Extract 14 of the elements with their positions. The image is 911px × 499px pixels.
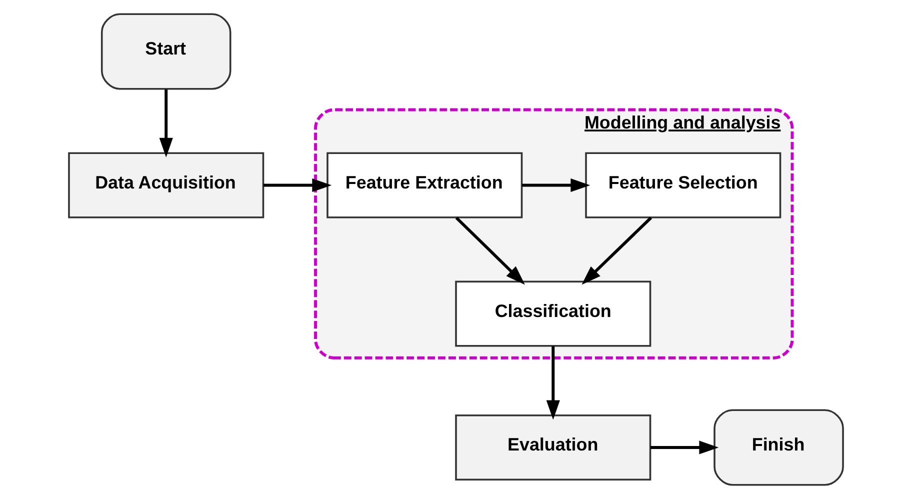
arrow xyxy=(522,178,590,192)
node-box: Classification xyxy=(454,280,651,347)
node-box: Data Acquisition xyxy=(68,152,264,218)
arrow xyxy=(581,216,652,285)
arrow xyxy=(650,440,718,454)
arrow xyxy=(263,178,332,192)
arrow xyxy=(158,89,172,158)
node-box: Feature Selection xyxy=(584,152,781,218)
node-box: Evaluation xyxy=(454,414,651,481)
node-box: Feature Extraction xyxy=(326,152,522,218)
arrow xyxy=(454,216,524,285)
node-box: Finish xyxy=(713,409,844,486)
node-box: Start xyxy=(100,13,231,90)
arrow xyxy=(546,346,560,420)
